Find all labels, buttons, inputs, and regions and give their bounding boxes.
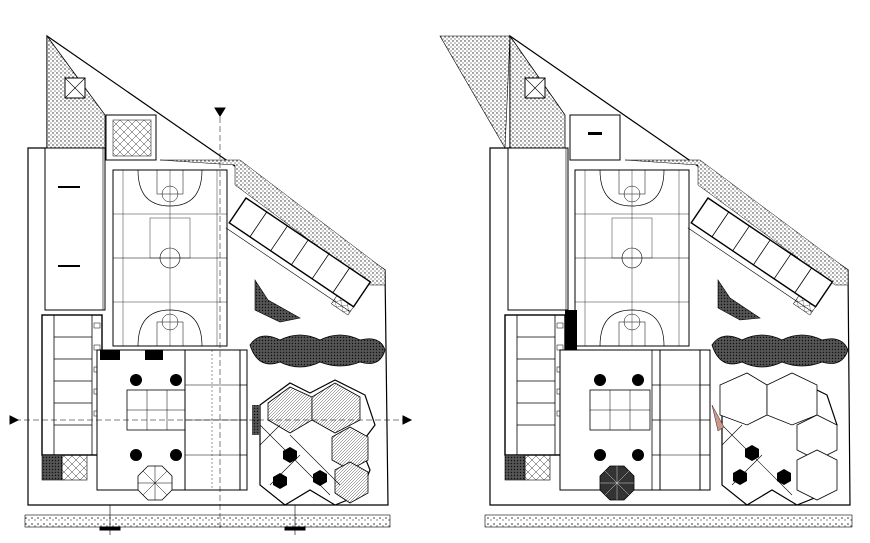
hexagon-courtyard-right: [711, 372, 838, 506]
classroom-block-right: [504, 314, 566, 456]
landscape-wedge: [439, 35, 511, 150]
gazebo-right: [599, 465, 635, 501]
garden-bed-right: [711, 334, 849, 368]
triangular-planter: [254, 278, 301, 323]
service-block-right: [569, 114, 621, 161]
floor-plan-right: [439, 34, 853, 528]
garden-bed: [249, 334, 386, 368]
hexagon-courtyard: [252, 379, 376, 506]
admin-block: [44, 147, 106, 311]
road-strip-right: [484, 514, 853, 528]
basketball-court-right: [574, 169, 690, 347]
octagonal-gazebo: [137, 465, 173, 501]
classroom-block-left: [41, 314, 103, 456]
road-strip: [24, 514, 391, 528]
basketball-court: [112, 169, 228, 347]
section-marks: [9, 107, 413, 535]
floor-plan-left: [9, 34, 413, 535]
admin-block-right: [507, 147, 569, 311]
